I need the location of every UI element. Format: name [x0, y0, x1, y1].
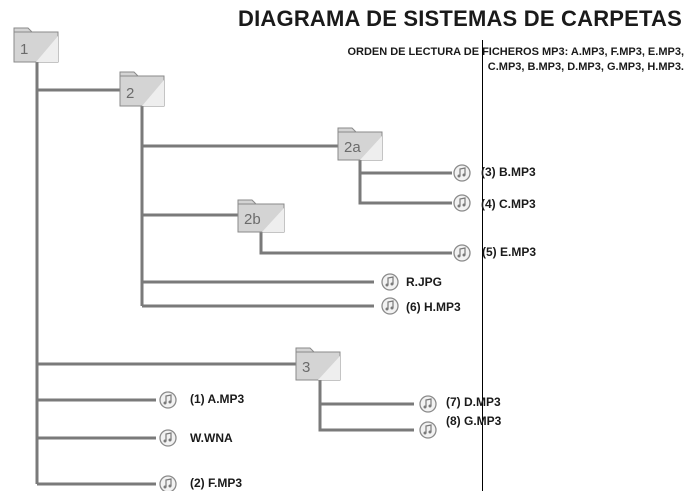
subtitle-line-1: ORDEN DE LECTURA DE FICHEROS MP3: A.MP3,…: [347, 46, 684, 58]
folder-2a-icon: 2a: [337, 127, 383, 161]
folder-label: 2a: [344, 139, 361, 156]
audio-file-icon: [419, 421, 437, 439]
folder-2-icon: 2: [119, 71, 165, 107]
folder-label: 3: [302, 359, 310, 376]
page-title: DIAGRAMA DE SISTEMAS DE CARPETAS: [238, 6, 682, 31]
read-order-subtitle: ORDEN DE LECTURA DE FICHEROS MP3: A.MP3,…: [170, 45, 684, 75]
connector-folder-3-trunk: [318, 372, 414, 432]
file-label-c-mp3: (4) C.MP3: [481, 197, 536, 211]
file-label-h-mp3: (6) H.MP3: [406, 300, 461, 314]
audio-file-icon: [453, 244, 471, 262]
file-label-e-mp3: (5) E.MP3: [482, 245, 537, 259]
file-icons-group: [159, 164, 471, 491]
folder-label: 2: [126, 85, 134, 102]
folder-3-icon: 3: [295, 347, 341, 381]
file-label-b-mp3: (3) B.MP3: [481, 165, 536, 179]
file-label-f-mp3: (2) F.MP3: [190, 476, 243, 490]
page-divider-line: [482, 40, 483, 491]
subtitle-line-2: C.MP3, B.MP3, D.MP3, G.MP3, H.MP3.: [487, 61, 684, 73]
audio-file-icon: [419, 395, 437, 413]
audio-file-icon: [159, 429, 177, 447]
connector-folder-2a-trunk: [358, 152, 452, 205]
folders-group: 1 2 2a 2b 3: [13, 27, 383, 381]
folder-2b-icon: 2b: [237, 199, 285, 233]
file-label-d-mp3: (7) D.MP3: [446, 395, 501, 409]
audio-file-icon: [159, 391, 177, 409]
file-label-a-mp3: (1) A.MP3: [190, 392, 245, 406]
folder-1-icon: 1: [13, 27, 59, 63]
audio-file-icon: [381, 297, 399, 315]
file-label-g-mp3: (8) G.MP3: [446, 414, 502, 428]
folder-label: 1: [20, 41, 28, 58]
file-label-r-jpg: R.JPG: [406, 275, 443, 289]
audio-file-icon: [159, 475, 177, 491]
audio-file-icon: [453, 194, 471, 212]
audio-file-icon: [453, 164, 471, 182]
file-label-w-wna: W.WNA: [190, 431, 233, 445]
audio-file-icon: [381, 273, 399, 291]
folder-label: 2b: [244, 211, 261, 228]
tree-connectors: [35, 60, 452, 486]
connector-to-e-mp3: [259, 225, 452, 255]
